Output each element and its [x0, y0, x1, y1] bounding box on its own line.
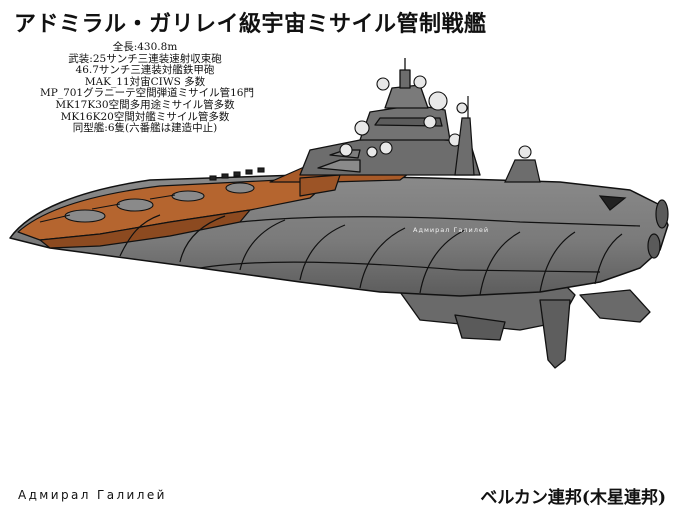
ship-class-title: アドミラル・ガリレイ級宇宙ミサイル管制戦艦 [14, 11, 487, 37]
ship-name-russian: Адмирал Галилей [18, 488, 167, 502]
spec-length: 全長:430.8m [112, 41, 178, 53]
spec-ciws: MAK_11対宙CIWS 多数 [84, 75, 206, 88]
spec-antiship-missiles: MK16K20空間対艦ミサイル管多数 [60, 110, 230, 123]
spec-ballistic-missiles: MP_701グラニーテ空間弾道ミサイル管16門 [40, 87, 254, 100]
faction-label: ベルカン連邦(木星連邦) [480, 488, 666, 508]
hull-marking: Адмирал Галилей [413, 226, 489, 234]
spec-sister-ships: 同型艦:6隻(六番艦は建造中止) [72, 122, 218, 135]
hull-segments [119, 214, 641, 296]
spec-armament-secondary: 46.7サンチ三連装対艦鉄甲砲 [75, 64, 215, 77]
spec-multipurpose-missiles: MK17K30空間多用途ミサイル管多数 [55, 98, 235, 111]
deck-turrets [39, 167, 265, 223]
spec-armament-main: 武装:25サンチ三連装速射収束砲 [68, 52, 222, 65]
bridge-tower [299, 58, 481, 176]
aft-mast [454, 96, 541, 183]
radar-domes [339, 75, 532, 159]
spec-list: 全長:430.8m 武装:25サンチ三連装速射収束砲 46.7サンチ三連装対艦鉄… [40, 41, 254, 135]
stern-thrusters [598, 195, 669, 259]
